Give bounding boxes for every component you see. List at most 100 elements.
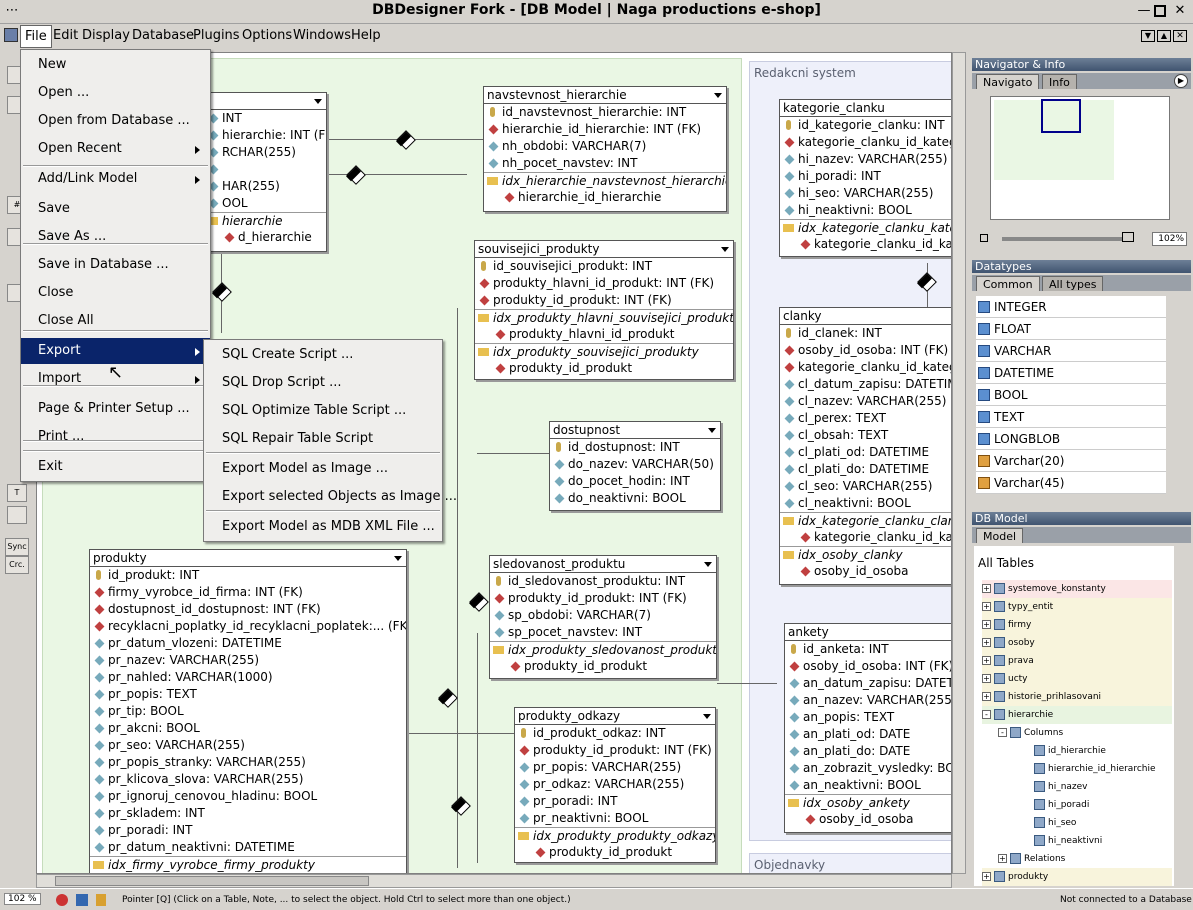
canvas-horizontal-scrollbar[interactable]	[36, 874, 952, 888]
menu-item-export[interactable]: Export	[21, 338, 210, 364]
tree-item-table[interactable]: +ucty	[982, 670, 1172, 688]
table-row[interactable]: id_produkt_odkaz: INT	[515, 725, 715, 742]
maximize-button[interactable]	[1154, 5, 1166, 17]
tree-item-table[interactable]: +firmy	[982, 616, 1172, 634]
minimize-button[interactable]: —	[1137, 3, 1151, 18]
table-row[interactable]	[204, 161, 326, 178]
table-header[interactable]: navstevnost_hierarchie	[484, 87, 726, 104]
menu-file[interactable]: File	[20, 25, 52, 48]
table-row[interactable]: do_pocet_hodin: INT	[550, 473, 720, 490]
tree-item-column[interactable]: hi_seo	[1022, 814, 1172, 832]
tab-model[interactable]: Model	[976, 528, 1024, 543]
table-row[interactable]: id_dostupnost: INT	[550, 439, 720, 456]
table-row[interactable]: hi_seo: VARCHAR(255)	[780, 185, 951, 202]
table-row[interactable]: cl_obsah: TEXT	[780, 427, 951, 444]
datatype-item[interactable]: TEXT	[976, 406, 1166, 428]
export-item[interactable]: SQL Drop Script ...	[204, 370, 442, 396]
menu-plugins[interactable]: Plugins	[193, 28, 240, 43]
table-row[interactable]: nh_pocet_navstev: INT	[484, 155, 726, 172]
table-header[interactable]	[204, 93, 326, 110]
table-row[interactable]: osoby_id_osoba	[780, 563, 951, 580]
table-row[interactable]: idx_osoby_clanky	[780, 546, 951, 563]
table-row[interactable]: produkty_id_produkt: INT (FK)	[490, 590, 716, 607]
table-row[interactable]: idx_produkty_produkty_odkazy	[515, 827, 715, 844]
table-row[interactable]: pr_akcni: BOOL	[90, 720, 406, 737]
expand-toggle-icon[interactable]: +	[982, 638, 991, 647]
tab-navigator[interactable]: Navigato	[976, 74, 1040, 89]
table-row[interactable]: cl_neaktivni: BOOL	[780, 495, 951, 512]
tree-item-table[interactable]: +prava	[982, 652, 1172, 670]
menu-item-open-recent[interactable]: Open Recent	[21, 136, 210, 162]
table-row[interactable]: id_anketa: INT	[785, 641, 951, 658]
table-row[interactable]: produkty_hlavni_id_produkt: INT (FK)	[475, 275, 733, 292]
datatype-item[interactable]: BOOL	[976, 384, 1166, 406]
menu-item-print[interactable]: Print ...	[21, 424, 210, 450]
menu-item-add-link-model[interactable]: Add/Link Model	[21, 166, 210, 192]
expand-toggle-icon[interactable]: +	[982, 620, 991, 629]
navigator-preview[interactable]	[990, 96, 1170, 220]
sync-button[interactable]: Sync	[5, 538, 29, 556]
table-row[interactable]: pr_seo: VARCHAR(255)	[90, 737, 406, 754]
menu-item-save[interactable]: Save	[21, 196, 210, 222]
table-row[interactable]: an_neaktivni: BOOL	[785, 777, 951, 794]
export-item[interactable]: SQL Create Script ...	[204, 342, 442, 368]
table-row[interactable]: hierarchie_id_hierarchie	[484, 189, 726, 206]
table-row[interactable]: cl_plati_od: DATETIME	[780, 444, 951, 461]
expand-toggle-icon[interactable]: +	[982, 656, 991, 665]
table-row[interactable]: idx_produkty_sledovanost_produktu	[490, 641, 716, 658]
table-row[interactable]: osoby_id_osoba: INT (FK)	[780, 342, 951, 359]
table-row[interactable]: idx_osoby_ankety	[785, 794, 951, 811]
export-item[interactable]: Export Model as MDB XML File ...	[204, 514, 442, 540]
table-row[interactable]: id_kategorie_clanku: INT	[780, 117, 951, 134]
datatype-item[interactable]: VARCHAR	[976, 340, 1166, 362]
table-row[interactable]: id_navstevnost_hierarchie: INT	[484, 104, 726, 121]
canvas-vertical-scrollbar[interactable]	[952, 52, 966, 874]
table-row[interactable]: INT	[204, 110, 326, 127]
tree-item-table[interactable]: +systemove_konstanty	[982, 580, 1172, 598]
table-row[interactable]: an_plati_od: DATE	[785, 726, 951, 743]
table-row[interactable]: hi_neaktivni: BOOL	[780, 202, 951, 219]
table-header[interactable]: clanky	[780, 308, 951, 325]
mdi-restore-icon[interactable]: ▲	[1157, 30, 1171, 42]
table-row[interactable]: idx_kategorie_clanku_kateg	[780, 219, 951, 236]
model-tree[interactable]: All Tables +systemove_konstanty+typy_ent…	[974, 546, 1174, 886]
table-row[interactable]: id_souvisejici_produkt: INT	[475, 258, 733, 275]
status-stop-icon[interactable]	[56, 894, 68, 906]
table-row[interactable]: pr_klicova_slova: VARCHAR(255)	[90, 771, 406, 788]
zoom-slider[interactable]	[1002, 237, 1122, 241]
menu-item-open[interactable]: Open ...	[21, 80, 210, 106]
tab-common[interactable]: Common	[976, 276, 1040, 291]
tree-item-column[interactable]: hi_nazev	[1022, 778, 1172, 796]
table-row[interactable]: idx_kategorie_clanku_clank	[780, 512, 951, 529]
menu-item-exit[interactable]: Exit	[21, 454, 210, 480]
table-row[interactable]: pr_odkaz: VARCHAR(255)	[515, 776, 715, 793]
table-row[interactable]: produkty_id_produkt	[490, 658, 716, 675]
menu-item-page-printer-setup[interactable]: Page & Printer Setup ...	[21, 396, 210, 422]
export-item[interactable]: Export selected Objects as Image ...	[204, 484, 457, 510]
table-row[interactable]: idx_firmy_vyrobce_firmy_produkty	[90, 856, 406, 873]
expand-toggle-icon[interactable]: -	[982, 710, 991, 719]
table-row[interactable]: an_datum_zapisu: DATETIME	[785, 675, 951, 692]
table-row[interactable]: an_zobrazit_vysledky: BOOL	[785, 760, 951, 777]
table-row[interactable]: hi_poradi: INT	[780, 168, 951, 185]
table-row[interactable]: pr_ignoruj_cenovou_hladinu: BOOL	[90, 788, 406, 805]
table-header[interactable]: sledovanost_produktu	[490, 556, 716, 573]
table-row[interactable]: sp_pocet_navstev: INT	[490, 624, 716, 641]
table-header[interactable]: ankety	[785, 624, 951, 641]
datatype-item[interactable]: Varchar(45)	[976, 472, 1166, 494]
table-row[interactable]: produkty_id_produkt: INT (FK)	[475, 292, 733, 309]
table-row[interactable]: hierarchie	[204, 212, 326, 229]
expand-toggle-icon[interactable]: -	[998, 728, 1007, 737]
table-header[interactable]: produkty_odkazy	[515, 708, 715, 725]
table-row[interactable]: kategorie_clanku_id_kat	[780, 529, 951, 546]
window-menu-icon[interactable]: ⋯	[5, 3, 19, 18]
